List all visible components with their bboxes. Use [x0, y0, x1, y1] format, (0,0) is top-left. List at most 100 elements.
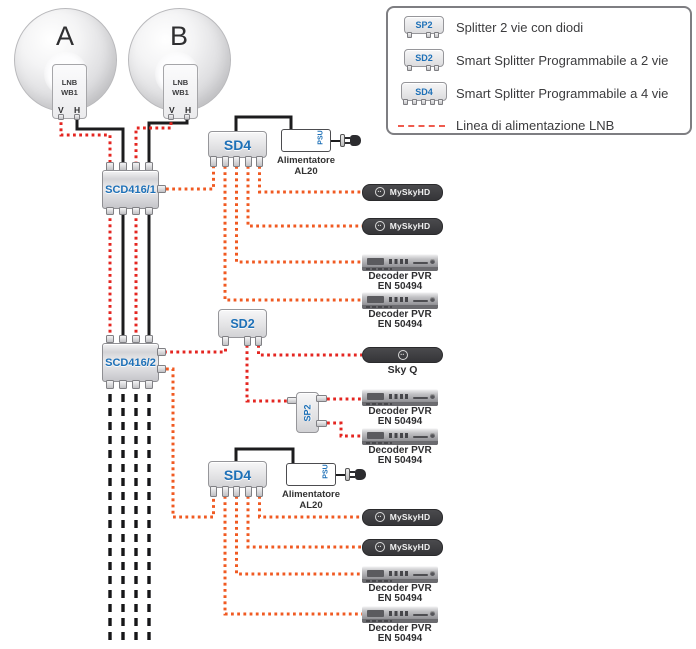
sky-logo-icon: [374, 542, 385, 552]
lnb-b-h-label: H: [185, 105, 192, 115]
multiswitch-scd416-2-label: SCD416/2: [105, 356, 156, 369]
sw1-out-port: [132, 207, 140, 215]
decoder-marks: [366, 620, 392, 622]
receiver-decoder-pvr: [362, 566, 438, 583]
decoder-marks: [366, 268, 392, 270]
legend-sp2-icon-label: SP2: [415, 20, 433, 30]
lnb-b-h-port: [184, 114, 190, 120]
decoder-caption-line1: Decoder PVR: [368, 406, 432, 417]
lnb-b-v-label: V: [169, 105, 175, 115]
psu-top: PSU: [281, 129, 331, 152]
decoder-caption-line1: Decoder PVR: [368, 445, 432, 456]
sw2-in-port: [145, 335, 153, 343]
decoder-caption-line2: EN 50494: [377, 593, 423, 604]
legend-item-2-text: Smart Splitter Programmabile a 2 vie: [456, 53, 669, 68]
psu-bottom-caption-line2: AL20: [299, 500, 323, 511]
sw1-out-port: [145, 207, 153, 215]
skyq-caption: Sky Q: [387, 364, 418, 376]
sw2-tap-port-1: [157, 348, 166, 356]
sd4-bottom-port: [256, 486, 263, 497]
lnb-a-line1: LNB: [61, 78, 78, 87]
psu-top-caption-line2: AL20: [294, 166, 318, 177]
distribution-wires: [166, 166, 362, 616]
decoder-knob: [430, 394, 435, 399]
legend-icon-pin: [426, 32, 431, 38]
decoder-knob: [430, 571, 435, 576]
sd2-port: [222, 336, 229, 346]
sky-logo-icon: [374, 221, 385, 231]
decoder-band: [362, 579, 438, 583]
multiswitch-scd416-2: SCD416/2: [102, 343, 159, 382]
sw1-out-port: [119, 207, 127, 215]
wire-sd2-to-skyq: [257, 345, 362, 357]
decoder-slot: [413, 397, 428, 399]
sd4-top-port: [233, 156, 240, 167]
receiver-decoder-pvr: [362, 292, 438, 309]
sd4-bottom-port: [221, 486, 229, 497]
sw2-out-port: [132, 380, 140, 389]
sd4-splitter-bottom: SD4: [208, 461, 267, 488]
receiver-decoder-pvr: [362, 428, 438, 445]
plug-connector-bottom: [345, 468, 350, 481]
lnb-a-v-label: V: [58, 105, 64, 115]
sw2-in-port: [106, 335, 114, 343]
sd4-bottom-port: [244, 486, 252, 497]
legend-item-3-text: Smart Splitter Programmabile a 4 vie: [456, 86, 669, 101]
decoder-band: [362, 267, 438, 271]
decoder-buttons: [389, 611, 410, 616]
lnb-a-v-port: [58, 114, 64, 120]
plug-prong: [345, 137, 350, 139]
decoder-marks: [366, 403, 392, 405]
sp2-out-port: [316, 420, 327, 427]
wire-sd4bottom-out4: [258, 496, 362, 519]
decoder-display: [367, 432, 384, 439]
wire-sd4bottom-out1: [223, 496, 362, 616]
wire-sd4bottom-psu: [234, 447, 295, 465]
power-plug-icon: [350, 135, 361, 146]
receiver-decoder-pvr: [362, 606, 438, 623]
sky-logo-icon: [397, 350, 408, 360]
lnb-a-h-label: H: [74, 105, 81, 115]
decoder-caption: Decoder PVR EN 50494: [350, 584, 450, 604]
wire-sd4top-out1: [223, 166, 362, 302]
wire-dish-a-v: [59, 116, 112, 170]
sp2-out-port: [316, 395, 327, 402]
decoder-slot: [413, 262, 428, 264]
decoder-caption-line2: EN 50494: [377, 416, 423, 427]
legend-sp2-icon: SP2: [404, 16, 444, 34]
decoder-buttons: [389, 394, 410, 399]
receiver-myskyhd: MySkyHD: [362, 508, 443, 526]
sw2-in-port: [132, 335, 140, 343]
decoder-band: [362, 402, 438, 406]
decoder-band: [362, 441, 438, 445]
legend-sd2-icon-label: SD2: [415, 53, 433, 63]
psu-top-caption-line1: Alimentatore: [276, 155, 336, 166]
legend-power-line-icon: [398, 125, 445, 127]
wire-sw1-to-sd4top: [166, 166, 215, 191]
decoder-slot: [413, 436, 428, 438]
wire-sp2-out2: [327, 421, 362, 438]
decoder-slot: [413, 614, 428, 616]
decoder-caption-line2: EN 50494: [377, 281, 423, 292]
lnb-b: LNB WB1 V H: [163, 64, 198, 119]
wire-dish-a-h: [75, 116, 125, 170]
lnb-a: LNB WB1 V H: [52, 64, 87, 119]
wire-sd2-to-sp2: [245, 345, 288, 403]
decoder-band: [362, 619, 438, 623]
sd4-top-label: SD4: [223, 136, 252, 153]
legend-icon-pin: [421, 99, 426, 105]
decoder-buttons: [389, 259, 410, 264]
sd4-bottom-port: [210, 486, 217, 497]
decoder-caption: Decoder PVR EN 50494: [350, 407, 450, 427]
decoder-slot: [413, 574, 428, 576]
decoder-buttons: [389, 433, 410, 438]
legend-icon-pin: [434, 32, 439, 38]
decoder-caption: Decoder PVR EN 50494: [350, 272, 450, 292]
sp2-label: SP2: [302, 403, 313, 422]
decoder-display: [367, 296, 384, 303]
power-plug-icon: [355, 469, 366, 480]
legend-icon-pin: [438, 99, 443, 105]
myskyhd-label: MySkyHD: [389, 221, 431, 231]
wire-sd4top-out3: [246, 166, 362, 228]
plug-prong: [350, 471, 355, 473]
